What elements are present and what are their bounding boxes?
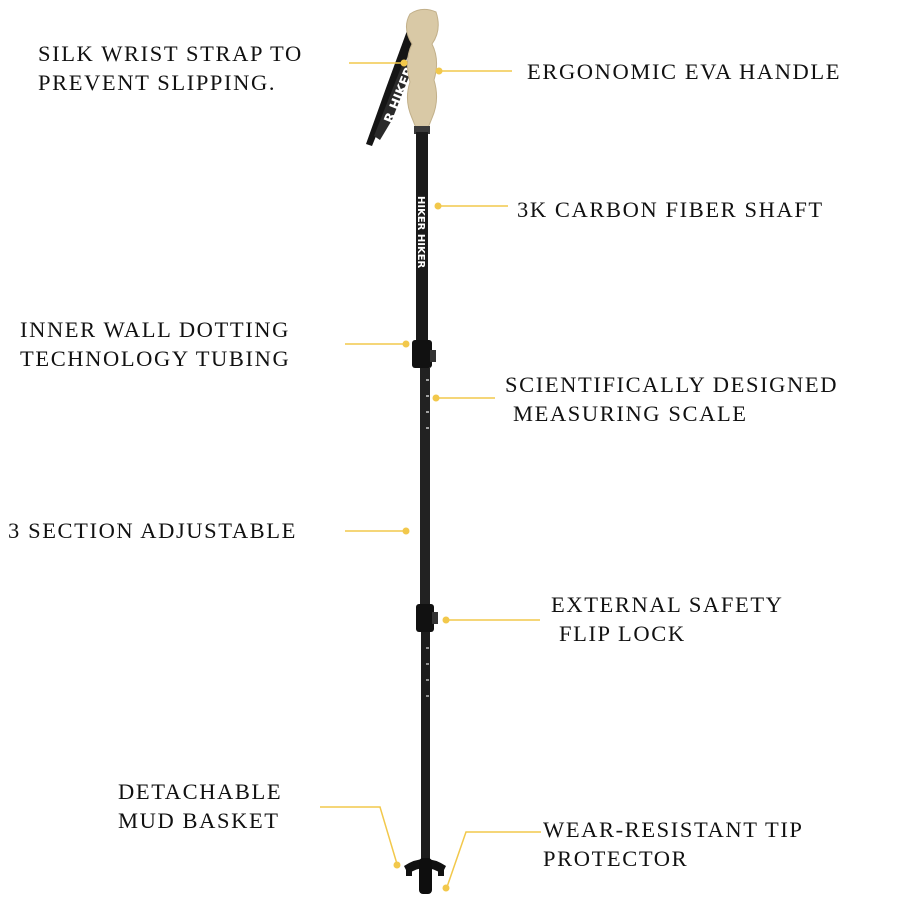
tip-protector-label-line-1: WEAR-RESISTANT TIP bbox=[543, 817, 804, 842]
lower-scale-marks bbox=[426, 647, 429, 697]
mud-basket-label-line-2: MUD BASKET bbox=[118, 808, 280, 833]
wrist-strap-label-line-2: PREVENT SLIPPING. bbox=[38, 70, 277, 95]
shaft-label: 3K CARBON FIBER SHAFT bbox=[517, 195, 824, 224]
measuring-scale-marks bbox=[426, 379, 429, 429]
handle-label-line-1: ERGONOMIC EVA HANDLE bbox=[527, 59, 842, 84]
adjustable-label: 3 SECTION ADJUSTABLE bbox=[8, 516, 297, 545]
tip-protector-label-line-2: PROTECTOR bbox=[543, 846, 689, 871]
adjustable-label-line-1: 3 SECTION ADJUSTABLE bbox=[8, 518, 297, 543]
lower-shaft bbox=[421, 632, 430, 860]
middle-shaft bbox=[420, 368, 430, 608]
shaft-label-line-1: 3K CARBON FIBER SHAFT bbox=[517, 197, 824, 222]
measuring-scale-label-line-2: MEASURING SCALE bbox=[513, 401, 748, 426]
upper-lock-icon bbox=[412, 340, 436, 368]
upper-shaft bbox=[416, 132, 428, 344]
inner-wall-label-line-1: INNER WALL DOTTING bbox=[20, 317, 291, 342]
leader-dots bbox=[393, 59, 450, 892]
leader-lines bbox=[320, 62, 541, 888]
tip-protector-label: WEAR-RESISTANT TIP PROTECTOR bbox=[543, 815, 804, 873]
measuring-scale-label-line-1: SCIENTIFICALLY DESIGNED bbox=[505, 372, 839, 397]
eva-handle-icon bbox=[406, 8, 439, 134]
wrist-strap-label: SILK WRIST STRAP TO PREVENT SLIPPING. bbox=[38, 39, 303, 97]
flip-lock-icon bbox=[416, 604, 438, 632]
flip-lock-label: EXTERNAL SAFETY FLIP LOCK bbox=[551, 590, 784, 648]
inner-wall-label: INNER WALL DOTTING TECHNOLOGY TUBING bbox=[20, 315, 290, 373]
flip-lock-label-line-2: FLIP LOCK bbox=[559, 621, 686, 646]
tip-protector-icon bbox=[419, 858, 432, 894]
mud-basket-label-line-1: DETACHABLE bbox=[118, 779, 283, 804]
flip-lock-label-line-1: EXTERNAL SAFETY bbox=[551, 592, 784, 617]
wrist-strap-label-line-1: SILK WRIST STRAP TO bbox=[38, 41, 303, 66]
shaft-brand-text: HIKER HIKER bbox=[415, 196, 426, 269]
measuring-scale-label: SCIENTIFICALLY DESIGNED MEASURING SCALE bbox=[505, 370, 838, 428]
handle-label: ERGONOMIC EVA HANDLE bbox=[527, 57, 841, 86]
inner-wall-label-line-2: TECHNOLOGY TUBING bbox=[20, 346, 291, 371]
mud-basket-label: DETACHABLE MUD BASKET bbox=[118, 777, 282, 835]
